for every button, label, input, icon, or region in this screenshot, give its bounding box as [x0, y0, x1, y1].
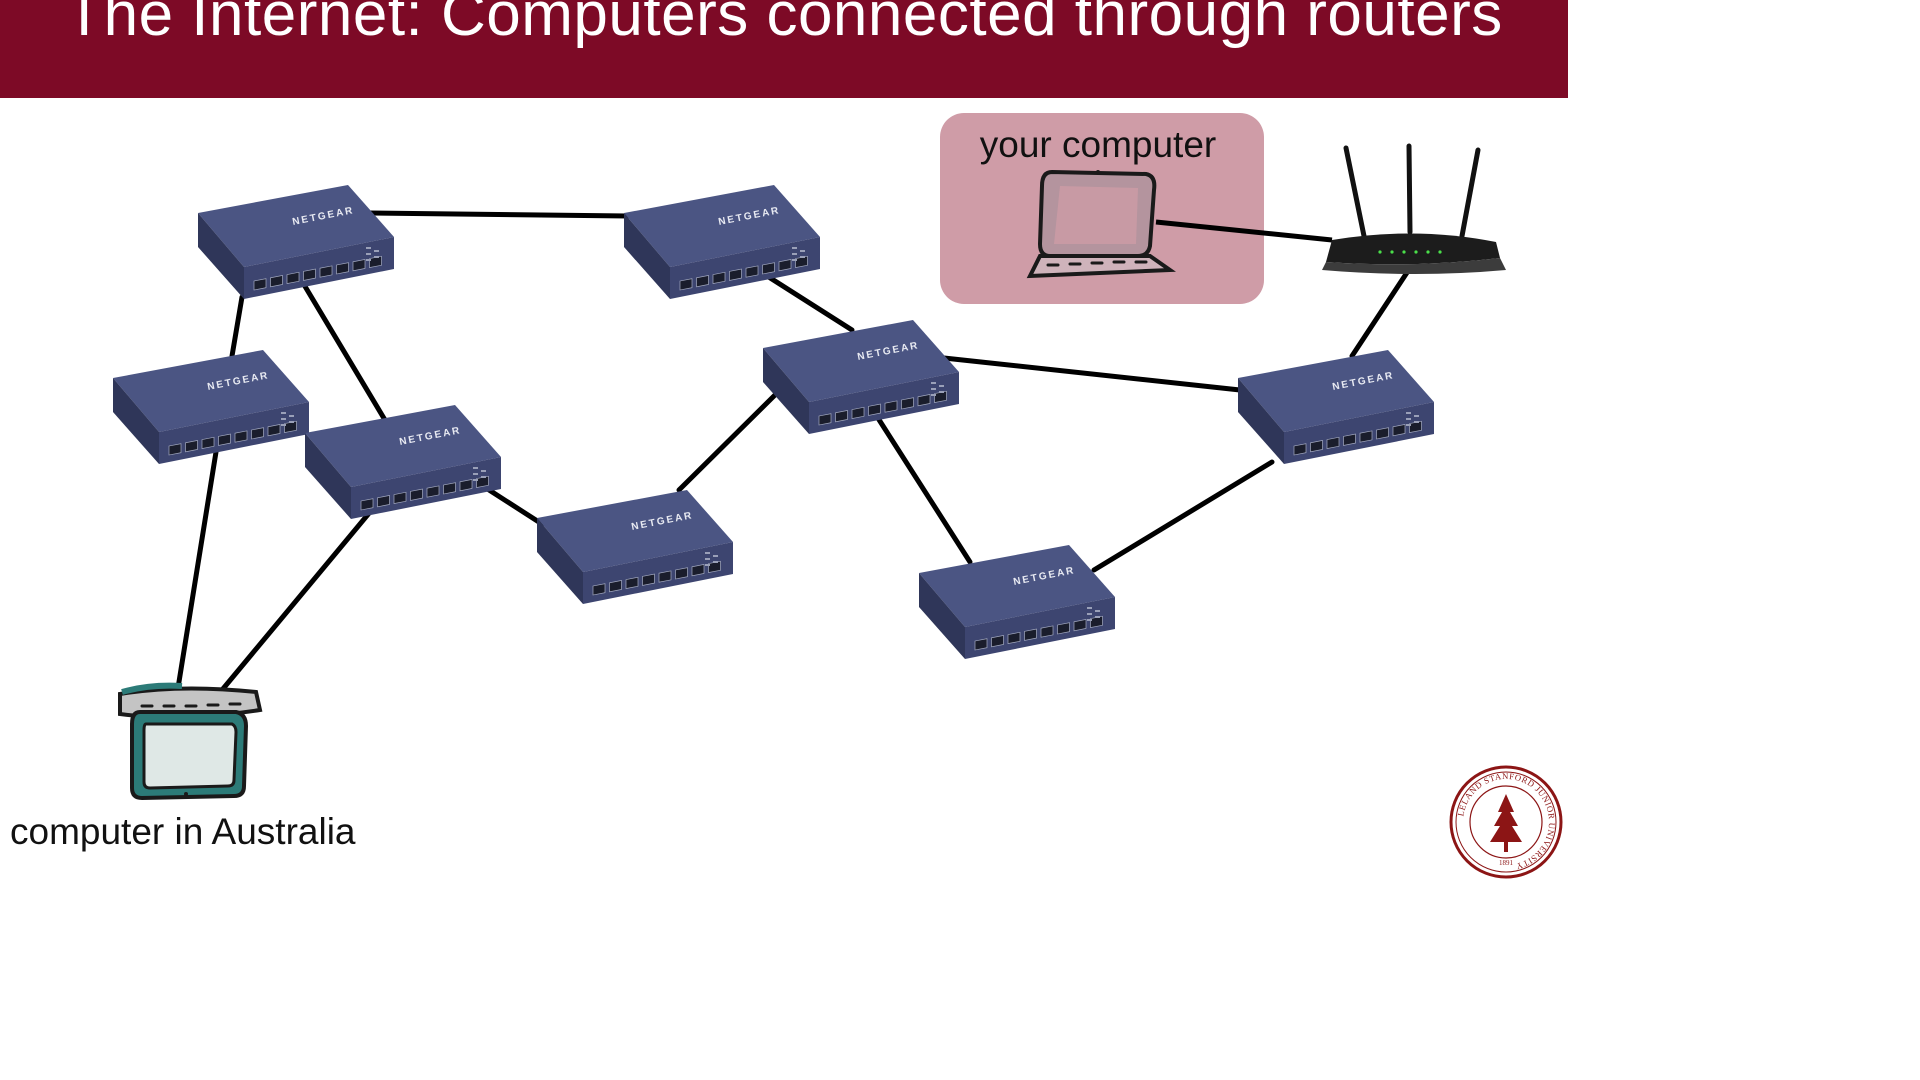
your-computer-label: your computer	[980, 124, 1217, 165]
link	[761, 271, 855, 333]
router-switch: NETGEAR	[763, 320, 959, 434]
link	[1091, 459, 1275, 573]
link	[941, 355, 1243, 393]
remote-laptop-icon	[118, 682, 263, 801]
router-switch: NETGEAR	[198, 185, 394, 299]
router-switch: NETGEAR	[919, 545, 1115, 659]
router-switch: NETGEAR	[305, 405, 501, 519]
link	[367, 210, 631, 219]
link	[219, 509, 373, 693]
link	[873, 412, 973, 565]
laptop-icon	[1026, 169, 1176, 279]
link	[229, 294, 245, 359]
link	[300, 280, 388, 423]
router-switch: NETGEAR	[1238, 350, 1434, 464]
link	[175, 449, 219, 691]
router-switch: NETGEAR	[624, 185, 820, 299]
link	[483, 485, 545, 527]
remote-computer-label: computer in Australia	[10, 811, 356, 852]
slide-title: The Internet: Computers connected throug…	[65, 0, 1503, 49]
router-switch: NETGEAR	[537, 490, 733, 604]
link	[676, 391, 779, 493]
link	[1349, 265, 1413, 359]
svg-text:1891: 1891	[1499, 859, 1514, 867]
router-switch: NETGEAR	[113, 350, 309, 464]
network-links	[175, 210, 1413, 693]
slide-title-bar: The Internet: Computers connected throug…	[0, 0, 1568, 98]
wireless-router-icon	[1322, 143, 1506, 274]
university-seal: LELAND STANFORD JUNIOR UNIVERSITY 1891	[1449, 765, 1563, 879]
link	[1155, 219, 1333, 243]
network-diagram: your computer NETGEAR NETGEAR NETGEAR NE…	[10, 113, 1506, 852]
